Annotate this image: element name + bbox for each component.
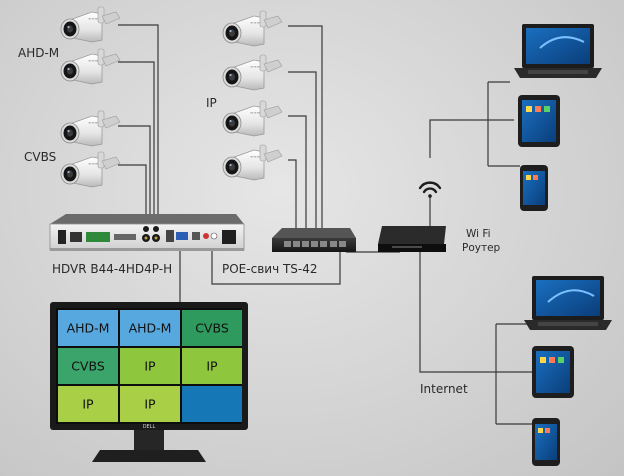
cvbs-camera-1 [60,110,121,147]
monitor-tile-label: IP [144,359,156,374]
ahd-group-label: AHD-M [18,46,60,60]
phone-wifi [520,165,548,211]
ip-camera-3 [222,100,283,137]
monitor-tile-label: AHD-M [129,321,172,336]
monitor-tile-label: AHD-M [67,321,110,336]
monitor: AHD-M AHD-M CVBS CVBS IP IP IP IP DELL [50,302,248,462]
monitor-tile [182,386,242,422]
monitor-tile [182,310,242,346]
monitor-tile-grid: AHD-M AHD-M CVBS CVBS IP IP IP IP [58,310,242,422]
cvbs-group-label: CVBS [24,150,57,164]
ip-group-label: IP [206,96,217,110]
monitor-tile [58,386,118,422]
ahd-camera-1 [60,6,121,43]
monitor-tile [58,348,118,384]
ahd-camera-2 [60,48,121,85]
monitor-tile [120,386,180,422]
tablet-internet [532,346,574,398]
monitor-tile-label: IP [82,397,94,412]
internet-label: Internet [420,382,468,396]
monitor-brand-logo: DELL [143,424,156,430]
laptop-wifi [514,24,602,78]
laptop-internet [524,276,612,330]
monitor-tile [120,348,180,384]
dvr-recorder [49,214,245,251]
monitor-tile [120,310,180,346]
cvbs-camera-2 [60,151,121,188]
dvr-model-label: HDVR B44-4HD4P-H [52,262,173,276]
wires [118,24,532,425]
poe-switch-label: POE-свич TS-42 [222,262,318,276]
ip-camera-2 [222,54,283,91]
monitor-tile [58,310,118,346]
wifi-label: Wi Fi [466,228,491,240]
ip-camera-1 [222,10,283,47]
phone-internet [532,418,560,466]
monitor-tile [182,348,242,384]
poe-switch [272,228,356,252]
monitor-tile-label: CVBS [71,359,105,374]
router-label: Роутер [462,242,501,254]
monitor-tile-label: IP [206,359,218,374]
monitor-tile-label: CVBS [195,321,229,336]
monitor-tile-label: IP [144,397,156,412]
wifi-signal-icon [418,181,442,198]
wifi-router [378,226,446,252]
tablet-wifi [518,95,560,147]
ip-camera-4 [222,144,283,181]
